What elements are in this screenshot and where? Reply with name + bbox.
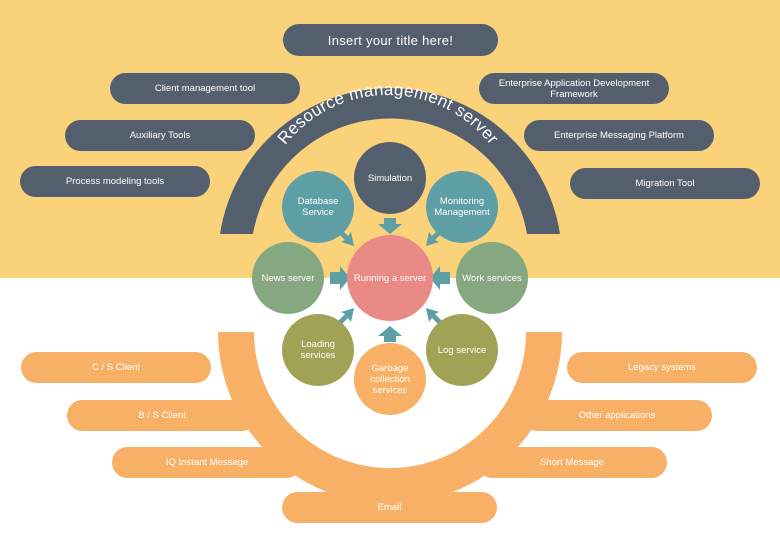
arrow-right-icon <box>330 266 350 290</box>
title-pill[interactable]: Insert your title here! <box>283 24 498 56</box>
arrow-upleft-icon <box>426 308 442 325</box>
arrow-upright-icon <box>338 308 354 325</box>
other-applications-pill[interactable]: Other applications <box>522 400 712 431</box>
enterprise-app-framework-pill[interactable]: Enterprise Application Development Frame… <box>479 73 669 104</box>
arrow-left-icon <box>430 266 450 290</box>
arrows-group <box>330 218 450 342</box>
short-message-pill[interactable]: Short Message <box>477 447 667 478</box>
loading-services-circle[interactable]: Loading services <box>282 314 354 386</box>
monitoring-management-circle[interactable]: Monitoring Management <box>426 171 498 243</box>
cs-client-pill[interactable]: C / S Client <box>21 352 211 383</box>
simulation-circle[interactable]: Simulation <box>354 142 426 214</box>
email-pill[interactable]: Email <box>282 492 497 523</box>
api-description-text: General API(Java、VB、Delphi…)News server(… <box>309 429 471 450</box>
news-server-circle[interactable]: News server <box>252 242 324 314</box>
client-management-tool-pill[interactable]: Client management tool <box>110 73 300 104</box>
api-arc <box>218 332 562 504</box>
iq-instant-message-pill[interactable]: IQ Instant Message <box>112 447 302 478</box>
process-modeling-tools-pill[interactable]: Process modeling tools <box>20 166 210 197</box>
database-service-circle[interactable]: Database Service <box>282 171 354 243</box>
arrow-down-icon <box>378 218 402 234</box>
log-service-circle[interactable]: Log service <box>426 314 498 386</box>
garbage-collection-circle[interactable]: Garbage collection services <box>354 343 426 415</box>
resource-server-arc <box>220 88 560 235</box>
running-server-circle[interactable]: Running a server <box>347 235 433 321</box>
legacy-systems-pill[interactable]: Legacy systems <box>567 352 757 383</box>
work-services-circle[interactable]: Work services <box>456 242 528 314</box>
auxiliary-tools-pill[interactable]: Auxiliary Tools <box>65 120 255 151</box>
enterprise-messaging-platform-pill[interactable]: Enterprise Messaging Platform <box>524 120 714 151</box>
bs-client-pill[interactable]: B / S Client <box>67 400 257 431</box>
arrow-up-icon <box>378 326 402 342</box>
migration-tool-pill[interactable]: Migration Tool <box>570 168 760 199</box>
